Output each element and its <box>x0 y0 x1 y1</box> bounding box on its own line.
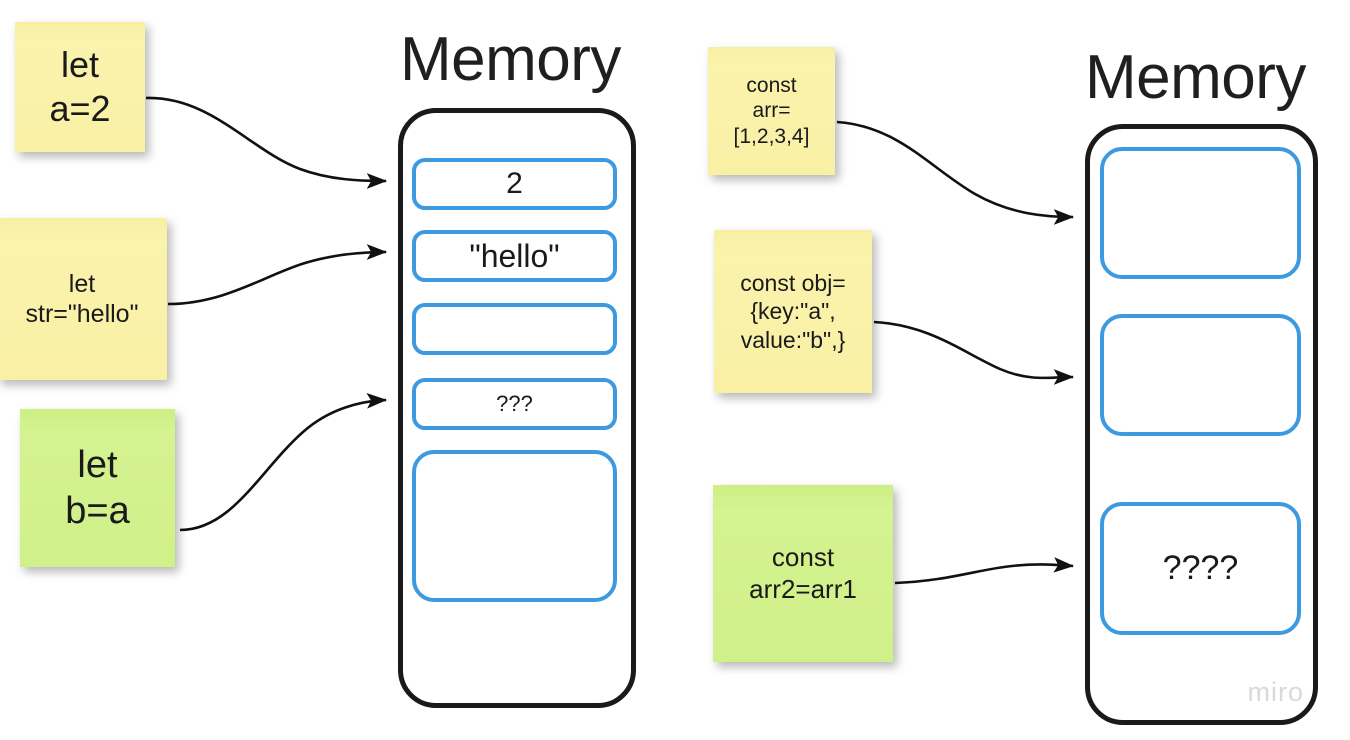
sticky-line: arr2=arr1 <box>749 573 857 604</box>
left-memory-title: Memory <box>400 25 621 94</box>
sticky-note-const-obj[interactable]: const obj= {key:"a", value:"b",} <box>714 230 872 393</box>
sticky-line: [1,2,3,4] <box>733 124 810 148</box>
sticky-note-let-str[interactable]: let str="hello" <box>0 218 167 380</box>
sticky-note-const-arr2[interactable]: const arr2=arr1 <box>713 485 893 662</box>
sticky-line: let <box>68 269 96 298</box>
right-memory-slot-3[interactable]: ???? <box>1100 502 1301 635</box>
left-memory-slot-1[interactable]: 2 <box>412 158 617 210</box>
sticky-line: const obj= <box>740 270 846 297</box>
left-memory-slot-3[interactable] <box>412 303 617 355</box>
sticky-line: let <box>60 44 100 86</box>
right-memory-title: Memory <box>1085 43 1306 112</box>
left-memory-slot-4[interactable]: ??? <box>412 378 617 430</box>
left-memory-slot-2[interactable]: "hello" <box>412 230 617 282</box>
right-memory-slot-2[interactable] <box>1100 314 1301 436</box>
sticky-line: {key:"a", <box>750 298 836 325</box>
arrow-a-to-slot1 <box>145 96 388 189</box>
sticky-line: let <box>77 443 118 486</box>
arrow-obj-to-rslot2 <box>873 320 1075 385</box>
left-memory-slot-5[interactable] <box>412 450 617 602</box>
left-memory-container: 2 "hello" ??? <box>398 108 636 708</box>
sticky-note-let-b[interactable]: let b=a <box>20 409 175 567</box>
sticky-line: const <box>771 541 835 572</box>
sticky-line: b=a <box>65 490 130 532</box>
sticky-note-const-arr[interactable]: const arr= [1,2,3,4] <box>708 47 835 175</box>
arrow-b-to-slot4 <box>179 393 388 532</box>
right-memory-container: ???? miro <box>1085 124 1318 725</box>
sticky-line: a=2 <box>49 88 111 129</box>
right-memory-slot-1[interactable] <box>1100 147 1301 279</box>
arrow-arr-to-rslot1 <box>836 120 1075 225</box>
sticky-line: arr= <box>752 99 791 123</box>
sticky-note-let-a[interactable]: let a=2 <box>15 22 145 152</box>
arrow-arr2-to-rslot3 <box>894 557 1075 585</box>
sticky-line: const <box>746 73 797 97</box>
miro-watermark: miro <box>1247 677 1304 707</box>
arrow-str-to-slot2 <box>167 244 388 306</box>
sticky-line: str="hello" <box>25 300 139 328</box>
sticky-line: value:"b",} <box>740 326 846 353</box>
